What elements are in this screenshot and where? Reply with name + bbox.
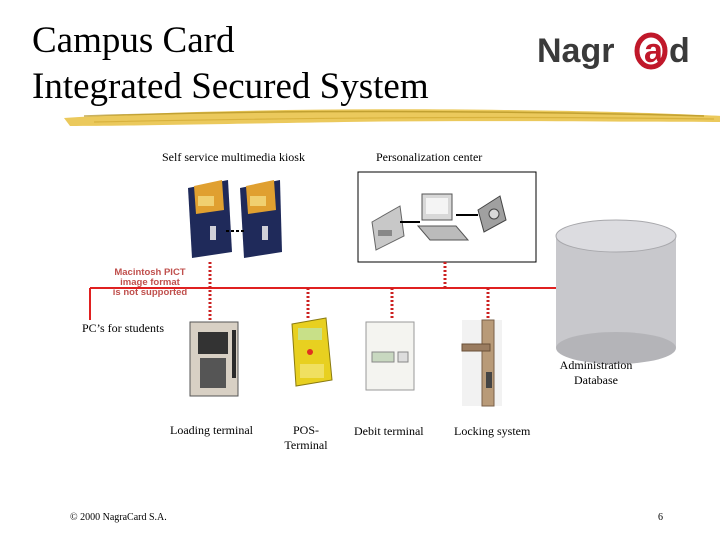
page-number: 6 [658,512,663,523]
personalization-label: Personalization center [376,150,483,164]
title-line-1: Campus Card [32,20,235,61]
card-printer-icon [371,205,405,251]
pos-label-line-2: Terminal [284,438,328,452]
database-label: Administration Database [540,358,652,388]
svg-text:d: d [669,32,690,70]
slide-title: Campus Card Integrated Secured System [32,18,429,110]
card-reader-icon [477,195,507,233]
pos-terminal-icon [291,317,333,387]
kiosk-icon-1 [188,180,232,258]
loading-terminal-icon [189,321,239,397]
database-label-line-1: Administration [559,358,633,372]
locking-system-label: Locking system [454,424,531,438]
svg-text:a: a [644,32,664,70]
pos-terminal-label: POS- Terminal [276,423,336,453]
footer-copyright: © 2000 NagraCard S.A. [70,512,167,523]
debit-terminal-label: Debit terminal [354,424,424,438]
administration-database-cylinder [555,219,677,364]
database-label-line-2: Database [574,373,618,387]
pict-line-3: is not supported [112,287,188,298]
pict-line-2: image format [120,277,180,288]
pict-placeholder: Macintosh PICT image format is not suppo… [112,268,188,298]
personalization-frame [357,171,537,263]
kiosk-icon-2 [240,180,282,258]
nagrard-logo: Nagr a d [537,32,690,70]
workstation-icon [416,193,470,241]
locking-system-icon [461,319,502,407]
debit-terminal-icon [365,321,415,391]
title-line-2: Integrated Secured System [32,66,429,107]
svg-text:Nagr: Nagr [537,32,614,70]
title-underline-brush [64,109,720,126]
loading-terminal-label: Loading terminal [170,423,253,437]
pos-label-line-1: POS- [292,423,319,437]
pict-line-1: Macintosh PICT [114,267,186,278]
kiosk-label: Self service multimedia kiosk [162,150,305,164]
students-label: PC’s for students [82,321,165,335]
